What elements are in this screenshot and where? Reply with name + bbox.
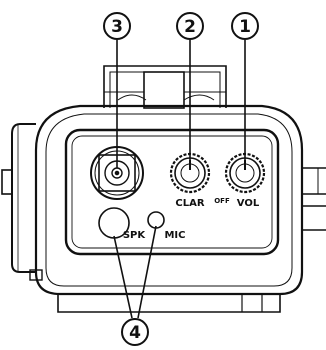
callout-2: 2	[176, 12, 204, 40]
callout-3-number: 3	[111, 17, 123, 37]
off-label: OFF	[214, 197, 230, 205]
vol-label: VOL	[237, 198, 260, 209]
callout-1-number: 1	[239, 17, 251, 37]
callout-3: 3	[103, 12, 131, 40]
radio-base	[57, 294, 281, 313]
mic-label: MIC	[164, 230, 185, 241]
control-panel	[64, 128, 280, 256]
callout-4-number: 4	[129, 323, 141, 343]
spk-label: SPK	[123, 230, 147, 241]
belt-strap	[302, 167, 326, 231]
clar-label: CLAR	[175, 198, 204, 209]
microphone-hole	[147, 211, 165, 229]
top-clip	[103, 65, 227, 109]
radio-body	[34, 104, 304, 296]
left-side-block	[1, 123, 43, 281]
callout-2-number: 2	[184, 17, 196, 37]
callout-4: 4	[121, 318, 149, 346]
callout-1: 1	[231, 12, 259, 40]
callout-lines	[113, 40, 246, 319]
